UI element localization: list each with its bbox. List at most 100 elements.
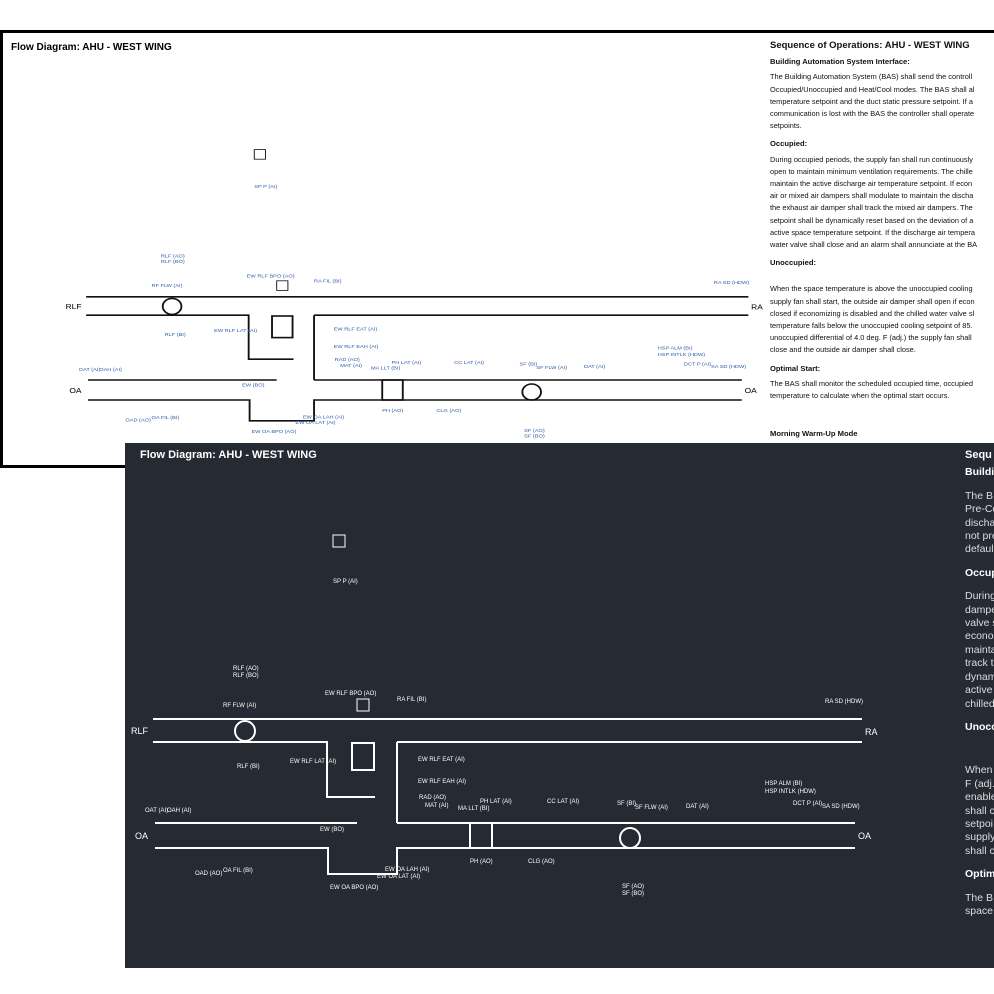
text-line: temperature falls below the unoccupied c… <box>770 321 973 331</box>
text-line: defaul <box>965 543 994 556</box>
rlf-ao-label: RLF (AO) <box>161 254 185 260</box>
sa-sd-label: SA SD (HDW) <box>822 804 860 810</box>
dark-diagram-window: Flow Diagram: AHU - WEST WING <box>125 443 994 968</box>
text-line: dampe <box>965 603 994 616</box>
ra-duct-label: RA <box>751 303 764 311</box>
return-fan <box>234 720 256 742</box>
text-line: active space temperature setpoint. If th… <box>770 227 975 237</box>
dat-label: DAT (AI) <box>686 804 709 810</box>
text-line: space <box>965 904 994 917</box>
rad-label: RAD (AO) <box>419 795 446 801</box>
section-heading: Optimal Start: <box>770 363 821 373</box>
flow-diagram: H C C C RLF RA OA OA SP P (AI) RLF (AO) … <box>66 149 764 439</box>
text-line: not pre <box>965 530 994 543</box>
text-line: active <box>965 684 993 697</box>
text-line: shall c <box>965 844 994 857</box>
text-line: discha <box>965 516 994 529</box>
mat-label: MAT (AI) <box>425 803 448 809</box>
oa-outlet-label: OA <box>858 831 871 841</box>
ew-oa-bpo-label: EW OA BPO (AO) <box>251 429 296 435</box>
oa-outlet-label: OA <box>745 386 758 394</box>
text-line: water valve shall close and an alarm sha… <box>770 240 978 250</box>
section-heading: Unocc <box>965 720 994 733</box>
ma-llt-label: MA LLT (BI) <box>371 366 401 372</box>
supply-duct <box>155 822 855 875</box>
text-line: econo <box>965 630 994 643</box>
section-heading: Occupied: <box>770 139 808 149</box>
section-heading: Building Automation System Interface: <box>770 57 910 67</box>
text-line: shall c <box>965 804 994 817</box>
oat-label: OAT (AI) <box>145 808 168 814</box>
text-line: When <box>965 764 993 777</box>
sf-bi-label: SF (BI) <box>617 801 636 807</box>
text-line: supply fan shall start, the outside air … <box>770 296 975 306</box>
supply-duct <box>88 379 742 422</box>
text-line: open to maintain minimum ventilation req… <box>770 166 973 176</box>
ma-llt-label: MA LLT (BI) <box>458 806 489 812</box>
sequence-heading: Sequence of Operations: AHU - WEST WING <box>770 40 970 51</box>
text-line: close and the outside air damper shall c… <box>770 345 916 355</box>
cc-lat-label: CC LAT (AI) <box>454 360 484 366</box>
text-line: The BAS shall monitor the scheduled occu… <box>770 378 973 388</box>
ew-bo-label: EW (BO) <box>320 827 344 833</box>
text-line: track t <box>965 657 994 670</box>
text-line: the exhaust air damper shall track the m… <box>770 203 973 213</box>
energy-wheel <box>271 315 294 339</box>
oa-inlet-label: OA <box>135 831 148 841</box>
hsp-intlk-label: HSP INTLK (HDW) <box>658 352 706 358</box>
cc-lat-label: CC LAT (AI) <box>547 799 579 805</box>
ew-oa-lah-label: EW OA LAH (AI) <box>385 867 429 873</box>
text-line: unoccupied differential of 4.0 deg. F (a… <box>770 333 972 343</box>
text-line: air or mixed air dampers shall modulate … <box>770 191 974 201</box>
coils: H C C C <box>469 822 493 849</box>
ph-lat-label: PH LAT (AI) <box>392 360 422 366</box>
rlf-duct-label: RLF <box>66 302 82 310</box>
ew-oa-lat-label: EW OA LAT (AI) <box>377 874 420 880</box>
sensor-boxes <box>356 698 370 712</box>
text-line: temperature setpoint and the duct static… <box>770 96 973 106</box>
text-line: mainta <box>965 643 994 656</box>
sf-bo-label: SF (BO) <box>622 891 644 897</box>
coils: H C C C <box>381 379 404 401</box>
ew-rlf-bpo-label: EW RLF BPO (AO) <box>247 274 295 280</box>
ew-rlf-eat-label: EW RLF EAT (AI) <box>418 757 465 763</box>
flow-diagram: H C C C RLF RA OA OA SP P (AI) RLF (AO) … <box>131 534 878 897</box>
sf-bo-label: SF (BO) <box>524 434 545 440</box>
section-heading: Buildi <box>965 466 994 479</box>
text-line: setpoi <box>965 817 994 830</box>
rlf-ao-label: RLF (AO) <box>233 666 259 672</box>
ra-fil-label: RA FIL (BI) <box>397 697 426 703</box>
sf-flw-label: SF FLW (AI) <box>635 805 668 811</box>
sequence-heading: Sequ <box>965 449 992 461</box>
section-heading: Morning Warm-Up Mode <box>770 429 858 438</box>
flow-diagram-title: Flow Diagram: AHU - WEST WING <box>140 449 317 461</box>
oad-label: OAD (AO) <box>195 871 222 877</box>
clg-label: CLG (AO) <box>436 408 461 414</box>
return-fan <box>161 297 183 316</box>
clg-label: CLG (AO) <box>528 859 555 865</box>
text-line: temperature to calculate when the optima… <box>770 391 950 401</box>
rlf-bo-label: RLF (BO) <box>161 260 185 266</box>
text-line: supply <box>965 831 994 844</box>
text-line: When the space temperature is above the … <box>770 284 973 294</box>
rf-flw-label: RF FLW (AI) <box>152 284 183 290</box>
sf-flw-label: SF FLW (AI) <box>536 365 567 371</box>
ew-oa-bpo-label: EW OA BPO (AO) <box>330 885 378 891</box>
section-text: The BAS shall monitor the scheduled occu… <box>770 378 994 402</box>
text-line: setpoint shall be dynamically reset base… <box>770 215 974 225</box>
sp-p-sensor <box>332 534 346 548</box>
hsp-alm-label: HSP ALM (BI) <box>658 346 693 352</box>
text-line: chilled <box>965 697 994 710</box>
rlf-bi-label: RLF (BI) <box>237 764 260 770</box>
labels: RLF RA OA OA SP P (AI) RLF (AO) RLF (BO)… <box>66 184 764 439</box>
energy-wheel <box>351 742 375 771</box>
oa-fil-label: OA FIL (BI) <box>223 868 253 874</box>
ph-label: PH (AO) <box>382 408 403 414</box>
text-line: F (adj. <box>965 777 994 790</box>
light-diagram-window: Flow Diagram: AHU - WEST WING <box>0 30 994 468</box>
return-duct <box>153 718 862 823</box>
